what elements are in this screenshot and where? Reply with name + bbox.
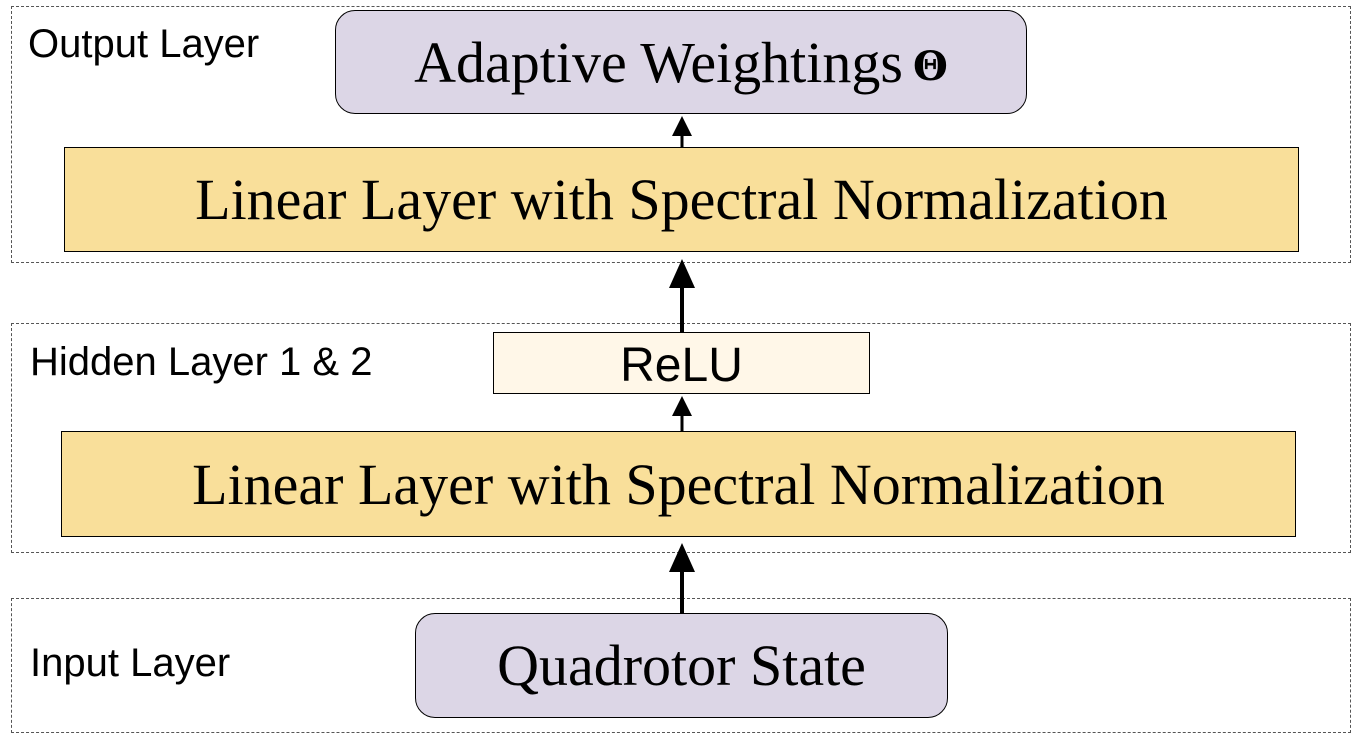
output-layer-label: Output Layer [28, 22, 260, 66]
relu-label: ReLU [620, 338, 743, 392]
adaptive-weightings-label: Adaptive Weightings [414, 29, 903, 95]
theta-symbol: Θ [912, 42, 948, 90]
arrow-hidden-linear-to-relu [672, 396, 692, 431]
hidden-linear-layer-label: Linear Layer with Spectral Normalization [192, 451, 1165, 517]
arrow-input-to-hidden-linear [669, 543, 695, 613]
input-layer-label: Input Layer [30, 641, 231, 685]
hidden-layer-label: Hidden Layer 1 & 2 [30, 340, 373, 384]
output-linear-layer-box: Linear Layer with Spectral Normalization [64, 147, 1299, 252]
output-linear-layer-label: Linear Layer with Spectral Normalization [195, 167, 1168, 232]
hidden-linear-layer-box: Linear Layer with Spectral Normalization [61, 431, 1296, 537]
quadrotor-state-box: Quadrotor State [415, 613, 948, 718]
arrow-relu-to-output-linear [669, 259, 695, 332]
adaptive-weightings-box: Adaptive Weightings Θ [335, 10, 1027, 114]
relu-box: ReLU [493, 332, 870, 394]
arrow-output-linear-to-weightings [672, 116, 692, 147]
quadrotor-state-label: Quadrotor State [497, 633, 866, 698]
